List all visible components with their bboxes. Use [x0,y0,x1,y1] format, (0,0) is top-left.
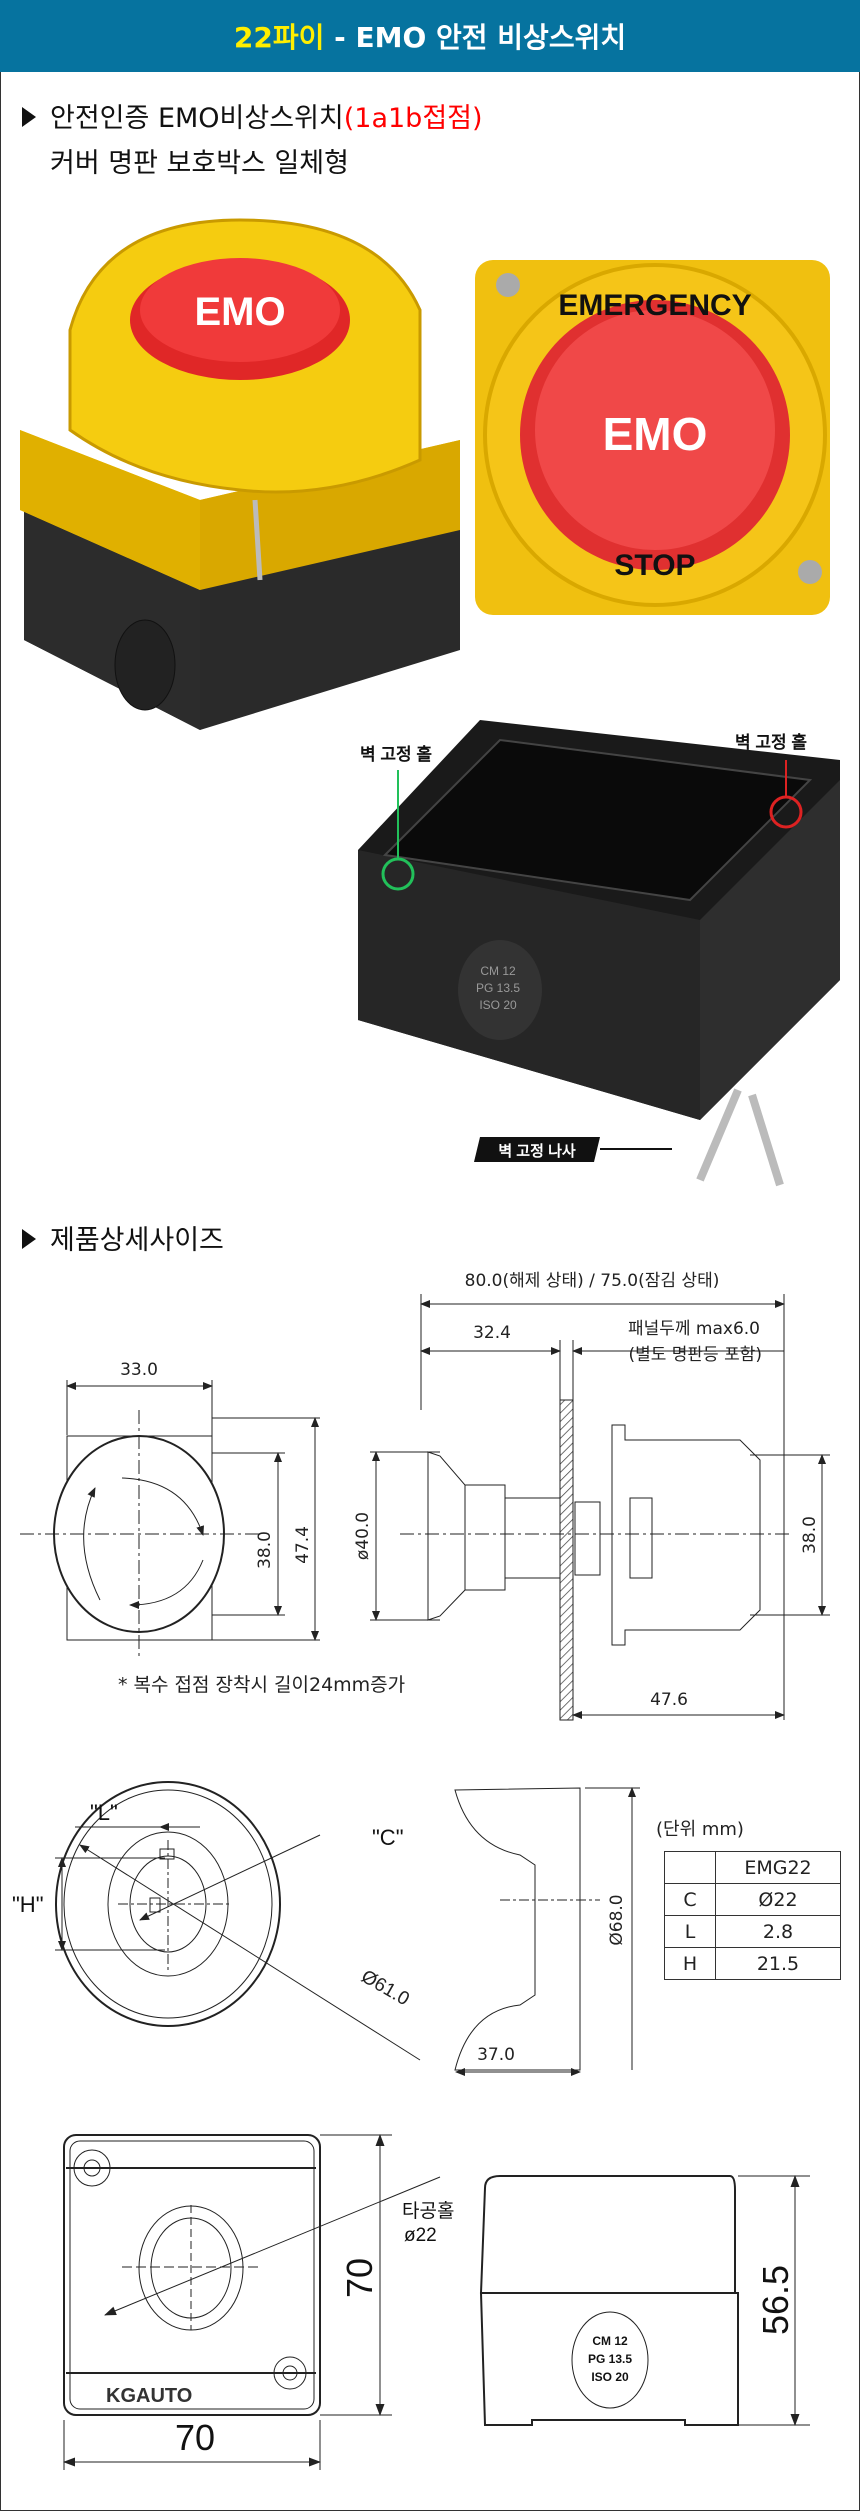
contact-note: * 복수 접점 장착시 길이24mm증가 [118,1674,406,1696]
hole-label: 타공홀 [402,2200,454,2222]
dim-front-length: 32.4 [473,1323,511,1343]
triangle-bullet-icon [22,1228,36,1249]
knockout-text: CM 12 [592,2334,628,2348]
dim-side-height: 56.5 [755,2265,796,2335]
knockout-text: ISO 20 [591,2370,629,2384]
table-cell [664,1851,716,1884]
dim-outer-diameter: Ø61.0 [358,1966,413,2010]
photo-black-box: 벽 고정 홀 벽 고정 홀 CM 12 PG 13.5 ISO 20 벽 고정 … [358,720,840,1187]
dim-inner-height: 38.0 [255,1531,275,1569]
dim-cover-depth: 37.0 [477,2045,515,2065]
label-h: "H" [12,1892,44,1917]
screw-icon [748,1093,784,1187]
dim-width: 33.0 [120,1360,158,1380]
drawing-box-dimensions: KGAUTO 타공홀 ø22 70 70 CM 12 PG 13.5 ISO 2… [63,2134,810,2470]
photo-emergency-front: EMERGENCY STOP EMO [475,260,830,615]
panel-note: (별도 명판등 포함) [628,1345,762,1365]
dim-box-width: 70 [175,2417,215,2458]
dim-cover-diameter: Ø68.0 [607,1894,627,1945]
dim-panel-thickness: 패널두께 max6.0 [628,1319,760,1339]
table-header-row: EMG22 [664,1851,841,1884]
size-section-title: 제품상세사이즈 [22,1222,224,1260]
dim-block-height: 38.0 [800,1516,820,1554]
dim-total-length: 80.0(해제 상태) / 75.0(잠김 상태) [465,1271,720,1291]
wall-hole-right-label: 벽 고정 홀 [735,732,807,752]
knockout-text: PG 13.5 [588,2352,632,2366]
intro-line1: 안전인증 EMO비상스위치 [50,103,344,134]
label-c: "C" [372,1825,404,1850]
unit-label: (단위 mm) [656,1819,744,1840]
drawing-button-dimensions: 80.0(해제 상태) / 75.0(잠김 상태) 32.4 패널두께 max6… [20,1271,830,1721]
screw-icon [496,273,520,297]
hole-size: ø22 [404,2225,437,2246]
dim-rear-length: 47.6 [650,1690,688,1710]
page-header: 22파이 - EMO 안전 비상스위치 [0,0,860,72]
table-cell: 2.8 [715,1915,841,1948]
brand-logo: KGAUTO [106,2385,192,2407]
size-section-label: 제품상세사이즈 [50,1225,224,1256]
label-l: "L" [90,1800,118,1825]
emo-front-label: EMO [603,408,708,460]
table-cell: H [664,1947,716,1980]
table-cell: C [664,1883,716,1916]
intro-contact-type: (1a1b접점) [343,103,483,134]
table-cell: L [664,1915,716,1948]
dim-box-height: 70 [339,2258,380,2298]
screw-icon [696,1088,742,1182]
table-cell: EMG22 [715,1851,841,1884]
screw-icon [798,560,822,584]
knockout-text: PG 13.5 [476,981,520,995]
knockout-text: CM 12 [480,964,516,978]
table-cell: Ø22 [715,1883,841,1916]
wall-hole-left-label: 벽 고정 홀 [360,744,432,764]
intro-title: 안전인증 EMO비상스위치(1a1b접점) [22,100,483,138]
emo-button-label: EMO [194,290,285,334]
photo-yellow-box: EMO [20,218,460,730]
dim-head-diameter: ø40.0 [353,1512,373,1560]
emergency-label: EMERGENCY [558,289,751,322]
table-cell: 21.5 [715,1947,841,1980]
wall-screw-label: 벽 고정 나사 [498,1142,576,1160]
knockout-text: ISO 20 [479,998,517,1012]
header-title: - EMO 안전 비상스위치 [324,21,627,54]
product-photos: EMO EMERGENCY STOP EMO 벽 고정 홀 벽 고정 홀 CM … [20,218,840,1187]
header-title-highlight: 22파이 [233,21,325,54]
triangle-bullet-icon [22,106,36,127]
drawing-cover-dimensions: "L" "H" "C" Ø61.0 Ø68.0 37.0 [12,1781,640,2076]
dim-outer-height: 47.4 [293,1526,313,1564]
stop-label: STOP [614,549,695,582]
intro-line2: 커버 명판 보호박스 일체형 [50,148,349,179]
